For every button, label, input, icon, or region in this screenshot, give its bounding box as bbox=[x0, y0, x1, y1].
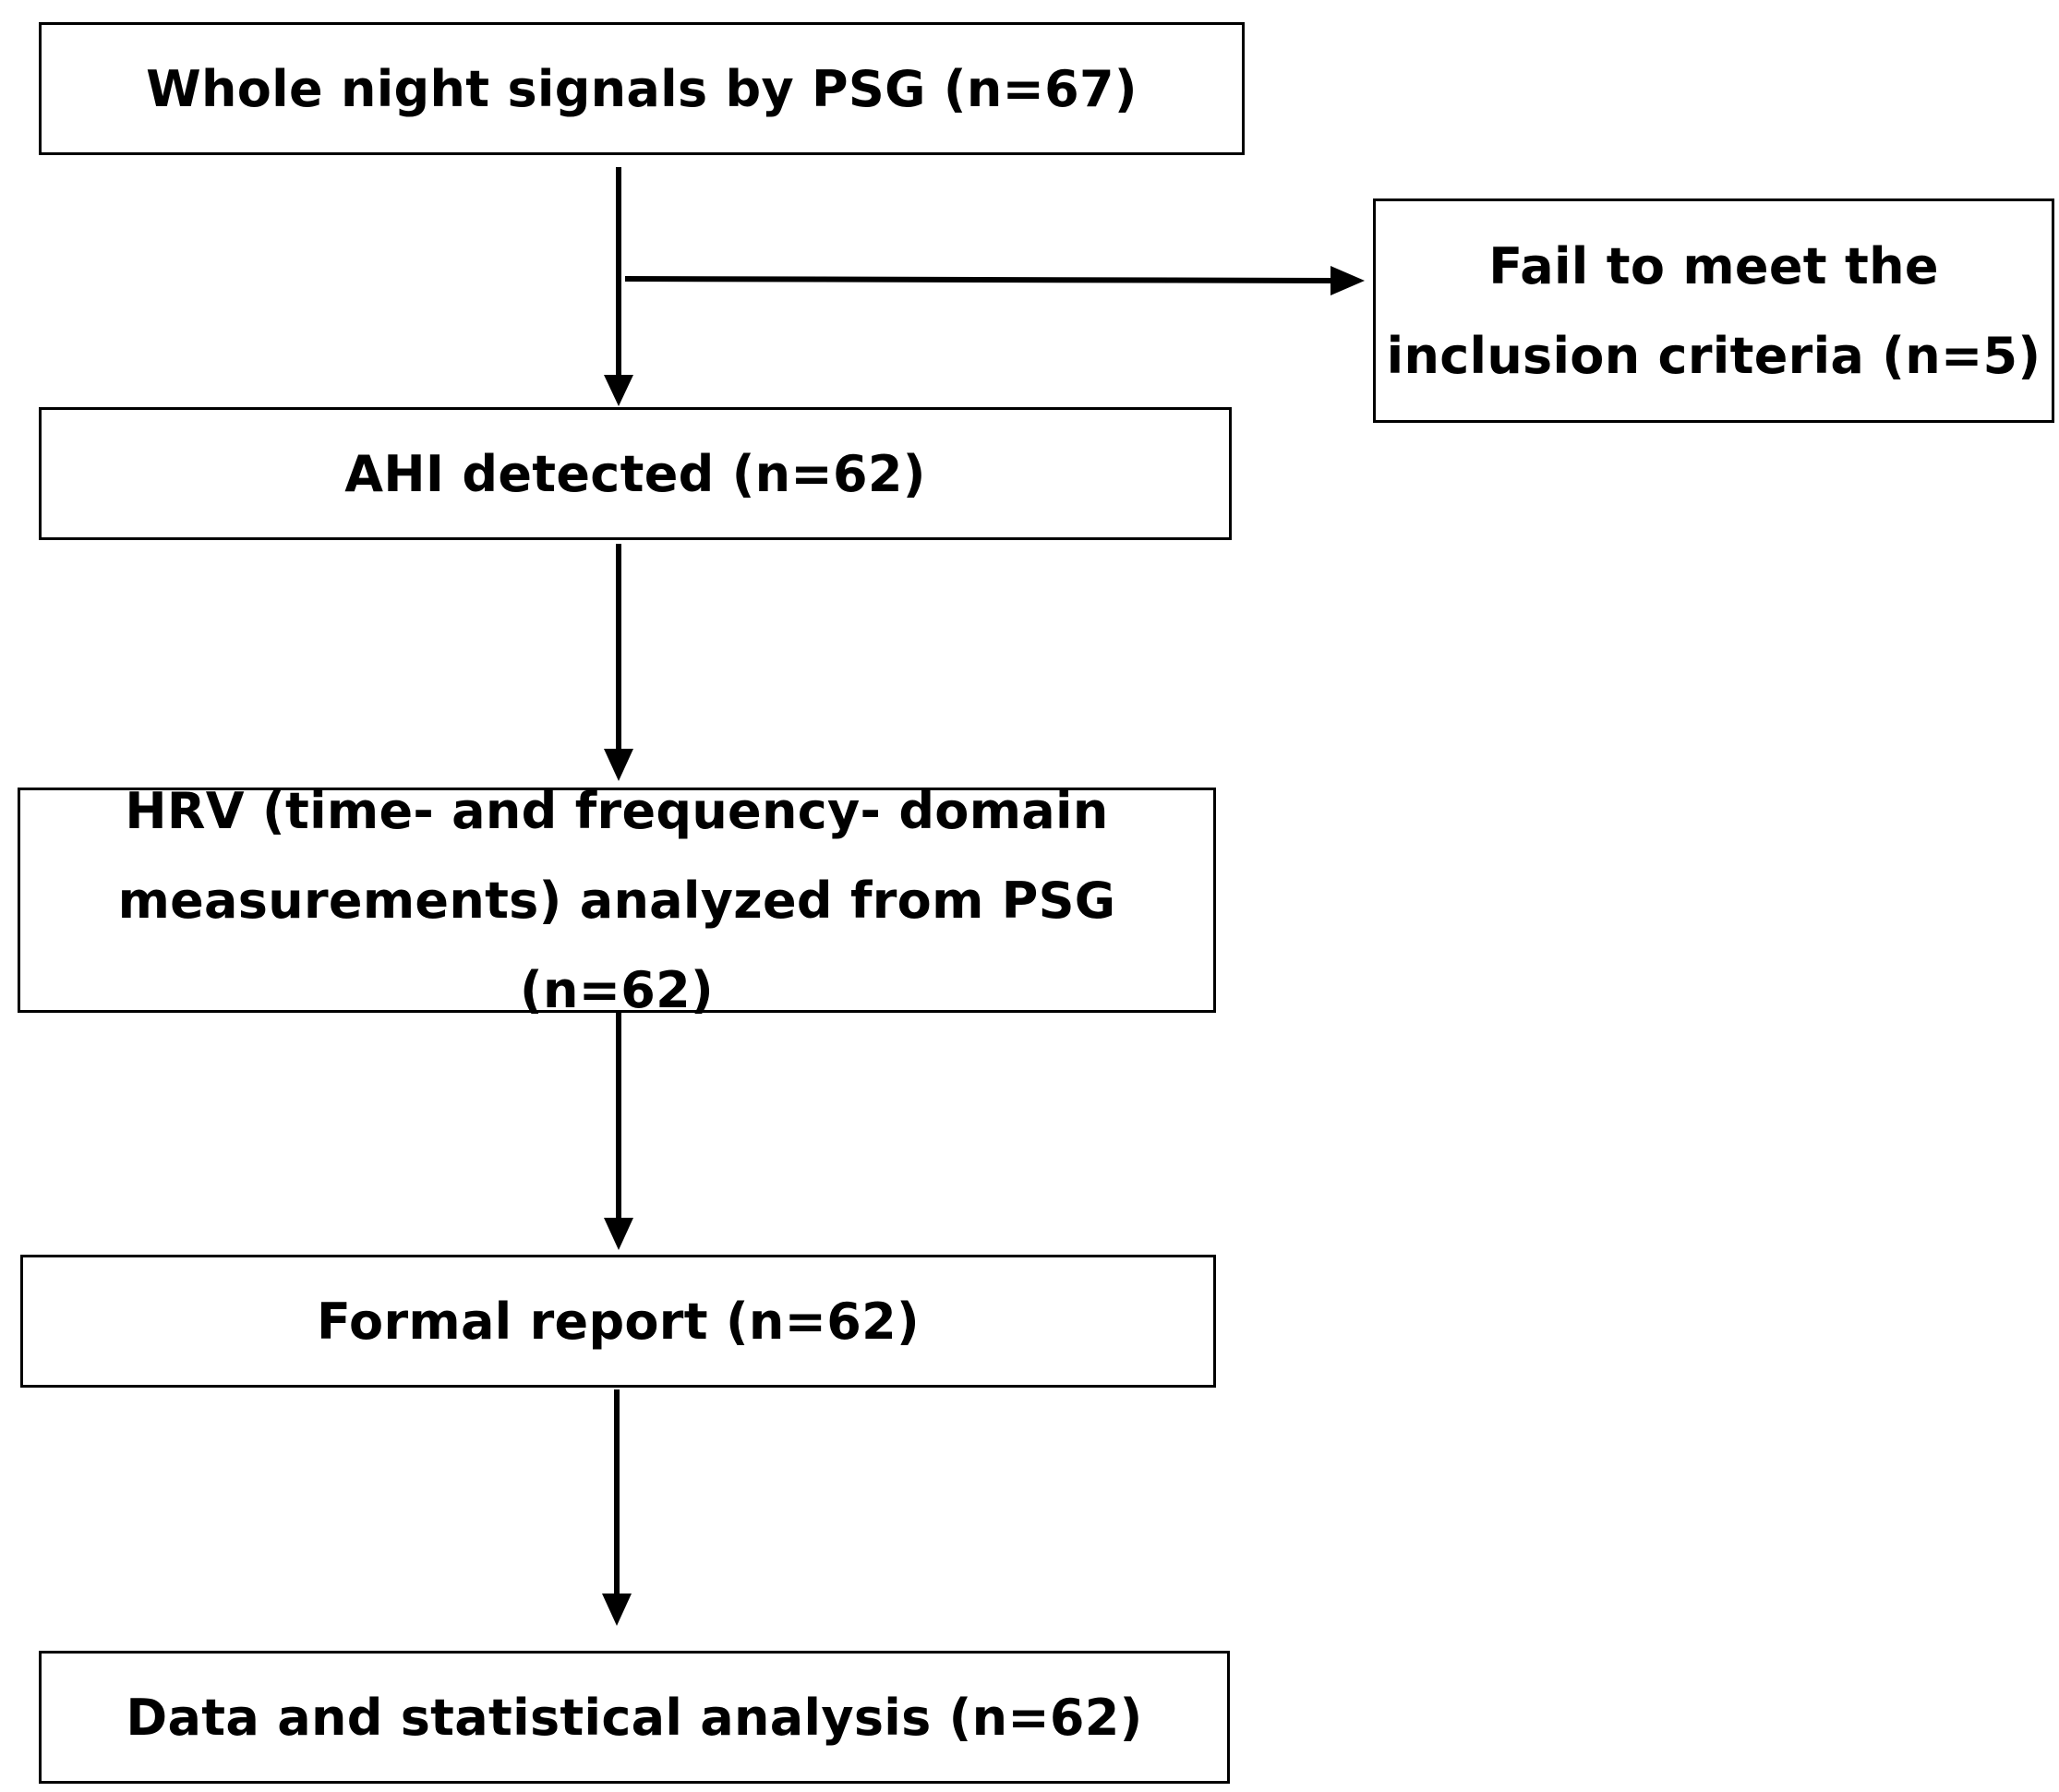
node-hrv-line-1: HRV (time- and frequency- domain bbox=[125, 781, 1109, 840]
node-hrv-line-2: measurements) analyzed from PSG (n=62) bbox=[117, 871, 1116, 1019]
arrow-ahi-to-hrv bbox=[604, 544, 633, 781]
node-excluded: Fail to meet the inclusion criteria (n=5… bbox=[1373, 198, 2054, 423]
node-analysis-label: Data and statistical analysis (n=62) bbox=[126, 1688, 1143, 1747]
arrow-report-to-analysis bbox=[602, 1389, 632, 1626]
arrow-psg-to-ahi bbox=[604, 167, 633, 406]
node-analysis: Data and statistical analysis (n=62) bbox=[39, 1651, 1230, 1784]
node-excluded-line-1: Fail to meet the bbox=[1488, 236, 1939, 295]
node-hrv: HRV (time- and frequency- domain measure… bbox=[18, 782, 1216, 1019]
node-psg: Whole night signals by PSG (n=67) bbox=[39, 22, 1245, 155]
node-report: Formal report (n=62) bbox=[20, 1255, 1216, 1388]
node-report-label: Formal report (n=62) bbox=[317, 1292, 920, 1351]
arrow-hrv-to-report bbox=[604, 1013, 633, 1250]
node-ahi: AHI detected (n=62) bbox=[39, 407, 1232, 540]
node-ahi-label: AHI detected (n=62) bbox=[344, 444, 926, 503]
arrow-psg-to-excluded bbox=[624, 266, 1365, 295]
node-psg-label: Whole night signals by PSG (n=67) bbox=[146, 59, 1138, 118]
node-excluded-line-2: inclusion criteria (n=5) bbox=[1386, 326, 2041, 385]
